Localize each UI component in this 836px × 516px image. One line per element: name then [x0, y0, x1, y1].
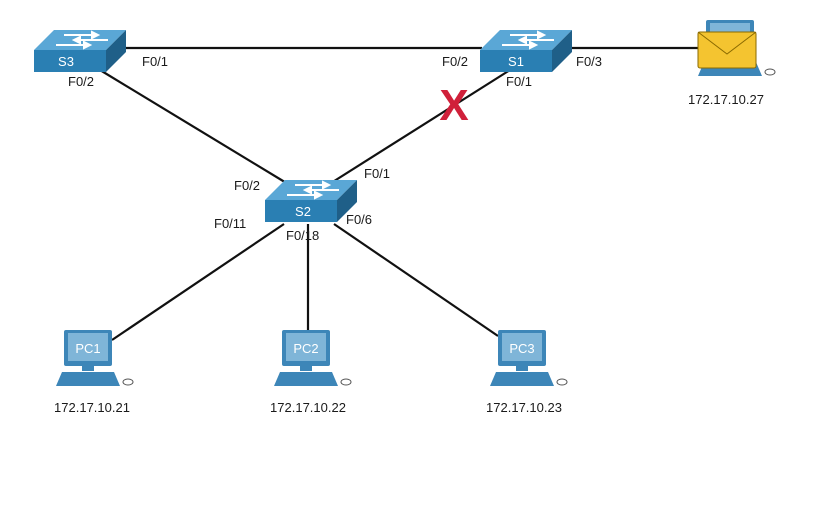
broken-link-x-icon: X — [439, 81, 468, 130]
pc-2-ip: 172.17.10.22 — [270, 400, 346, 415]
switch-s1[interactable]: S1 — [479, 29, 573, 73]
port-s2-f0-1: F0/1 — [364, 166, 390, 181]
port-labels: F0/1 F0/2 F0/2 F0/1 F0/3 F0/2 F0/1 F0/11… — [68, 54, 602, 243]
pc-3-name: PC3 — [509, 341, 534, 356]
pc-1[interactable]: PC1 — [56, 330, 134, 386]
pc-1-name: PC1 — [75, 341, 100, 356]
switch-icon — [264, 179, 358, 223]
pc-4[interactable] — [697, 20, 776, 76]
port-s1-f0-2: F0/2 — [442, 54, 468, 69]
pc-2-name: PC2 — [293, 341, 318, 356]
port-s2-f0-2: F0/2 — [234, 178, 260, 193]
pc-icon — [274, 330, 352, 386]
switch-s2-label: S2 — [295, 204, 311, 219]
switch-icon — [479, 29, 573, 73]
port-s2-f0-11: F0/11 — [214, 216, 246, 231]
pc-4-ip: 172.17.10.27 — [688, 92, 764, 107]
pc-icon — [56, 330, 134, 386]
pc-3-ip: 172.17.10.23 — [486, 400, 562, 415]
port-s3-f0-1: F0/1 — [142, 54, 168, 69]
email-envelope-icon — [697, 31, 757, 69]
link-s1-s2 — [319, 69, 511, 191]
port-s1-f0-1: F0/1 — [506, 74, 532, 89]
links — [99, 46, 700, 341]
pc-3[interactable]: PC3 — [490, 330, 568, 386]
link-s2-pc1 — [111, 223, 285, 341]
pc-icon — [490, 330, 568, 386]
link-s3-s2 — [99, 69, 289, 185]
port-s3-f0-2: F0/2 — [68, 74, 94, 89]
pc-1-ip: 172.17.10.21 — [54, 400, 130, 415]
switch-icon — [33, 29, 127, 73]
pc-2[interactable]: PC2 — [274, 330, 352, 386]
link-s2-pc3 — [333, 223, 499, 337]
port-s2-f0-18: F0/18 — [286, 228, 319, 243]
switch-s3-label: S3 — [58, 54, 74, 69]
switch-s2[interactable]: S2 — [264, 179, 358, 223]
port-s2-f0-6: F0/6 — [346, 212, 372, 227]
switch-s1-label: S1 — [508, 54, 524, 69]
port-s1-f0-3: F0/3 — [576, 54, 602, 69]
switch-s3[interactable]: S3 — [33, 29, 127, 73]
